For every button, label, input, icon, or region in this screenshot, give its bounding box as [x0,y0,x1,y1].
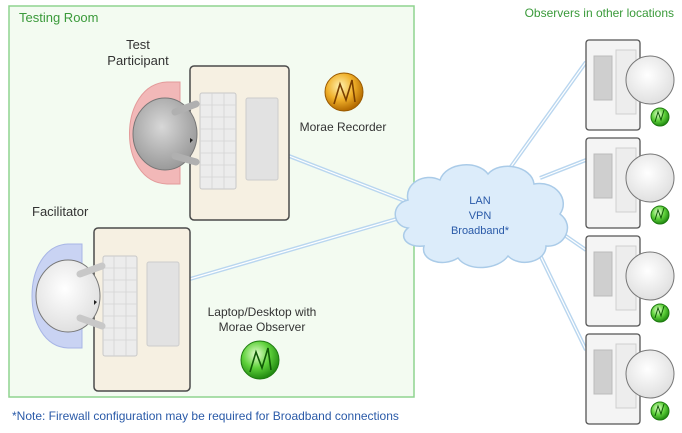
participant-monitor-icon [245,97,279,181]
network-label-vpn: VPN [469,210,492,222]
remote-observer-person-icon [625,251,675,301]
facilitator-workstation [31,227,191,392]
recorder-label: Morae Recorder [300,120,387,134]
network-label-lan: LAN [469,195,490,207]
remote-observer-4 [585,333,675,425]
remote-monitor-icon [593,153,613,199]
remote-monitor-icon [593,251,613,297]
facilitator-keyboard-icon [102,255,138,357]
remote-monitor-icon [593,349,613,395]
footnote: *Note: Firewall configuration may be req… [12,409,399,423]
facilitator-monitor-icon [146,261,180,347]
remote-observer-2 [585,137,675,229]
remote-observer-person-icon [625,349,675,399]
testing-room-title: Testing Room [19,10,98,25]
remote-observer-1 [585,39,675,131]
facilitator-icon [35,259,101,333]
morae-observer-icon [240,340,280,380]
remote-monitor-icon [593,55,613,101]
observers-title: Observers in other locations [525,6,674,20]
participant-label-line1: Test [126,37,150,52]
network-cloud: LAN VPN Broadband* [394,164,569,269]
participant-icon [132,97,198,171]
facilitator-label: Facilitator [32,204,89,219]
remote-observer-person-icon [625,55,675,105]
remote-observer-person-icon [625,153,675,203]
observer-app-label-line1: Laptop/Desktop with [208,305,317,319]
participant-label-line2: Participant [107,53,169,68]
morae-recorder-icon [324,72,364,112]
participant-workstation [129,65,290,221]
network-label-broadband: Broadband* [451,225,510,237]
observer-app-label-line2: Morae Observer [219,320,306,334]
remote-observer-3 [585,235,675,327]
